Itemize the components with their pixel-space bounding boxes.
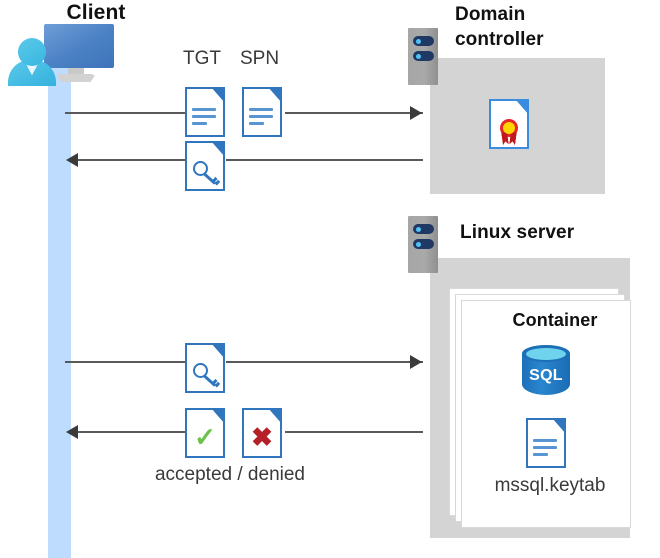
message-line-present-left: [65, 361, 186, 363]
rack-led: [416, 53, 421, 59]
arrow-head-right-request: [410, 106, 422, 120]
server-rack-icon-domain-controller: [408, 28, 438, 85]
client-lifeline: [48, 62, 71, 558]
keytab-document-icon: [526, 418, 566, 468]
tgt-document-icon: [185, 87, 225, 137]
message-line-ticket-right: [226, 159, 423, 161]
message-line-request-right: [285, 112, 423, 114]
monitor-neck: [68, 68, 84, 76]
tgt-label: TGT: [183, 48, 221, 69]
rack-bar: [413, 51, 434, 61]
monitor-base: [56, 74, 96, 82]
spn-document-icon: [242, 87, 282, 137]
container-title: Container: [512, 310, 598, 330]
accepted-denied-caption: accepted / denied: [154, 464, 305, 485]
person-head: [18, 38, 46, 66]
key-ring: [193, 161, 208, 176]
accepted-check-document-icon: ✓: [185, 408, 225, 458]
document-text-lines: [249, 108, 275, 129]
certificate-seal-inner: [503, 122, 515, 134]
message-line-ticket-left: [78, 159, 186, 161]
message-line-result-right: [285, 431, 423, 433]
sql-cylinder-top-inner: [526, 348, 566, 360]
rack-bar: [413, 224, 434, 234]
domain-controller-title-line2: controller: [455, 29, 544, 50]
sql-database-icon: SQL: [522, 345, 570, 401]
server-rack-icon-linux-server: [408, 216, 438, 273]
sql-label: SQL: [529, 367, 563, 384]
rack-led: [416, 226, 421, 232]
rack-bar: [413, 36, 434, 46]
message-line-present-right: [226, 361, 423, 363]
certificate-document-icon: [489, 99, 529, 149]
container-card-front: [461, 300, 631, 528]
key-glyph: [193, 361, 220, 388]
arrow-head-right-present: [410, 355, 422, 369]
client-computer-icon: [8, 24, 120, 86]
domain-controller-title-line1: Domain: [455, 4, 526, 25]
rack-led: [416, 38, 421, 44]
message-line-result-left: [78, 431, 186, 433]
spn-label: SPN: [240, 48, 280, 69]
document-text-lines: [533, 439, 559, 460]
key-glyph: [193, 159, 220, 186]
keytab-filename-label: mssql.keytab: [494, 475, 606, 496]
document-text-lines: [192, 108, 218, 129]
ticket-key-document-icon-linux: [185, 343, 225, 393]
ticket-key-document-icon-dc: [185, 141, 225, 191]
rack-led: [416, 241, 421, 247]
monitor-screen: [44, 24, 114, 68]
arrow-head-left-result: [66, 425, 78, 439]
denied-cross-document-icon: ✖: [242, 408, 282, 458]
message-line-request: [65, 112, 186, 114]
client-title: Client: [66, 1, 126, 24]
linux-server-title: Linux server: [460, 222, 575, 243]
check-icon: ✓: [194, 422, 216, 452]
domain-controller-title: Domain controller: [455, 2, 635, 52]
cross-icon: ✖: [251, 422, 273, 452]
key-ring: [193, 363, 208, 378]
rack-bar: [413, 239, 434, 249]
arrow-head-left-ticket: [66, 153, 78, 167]
